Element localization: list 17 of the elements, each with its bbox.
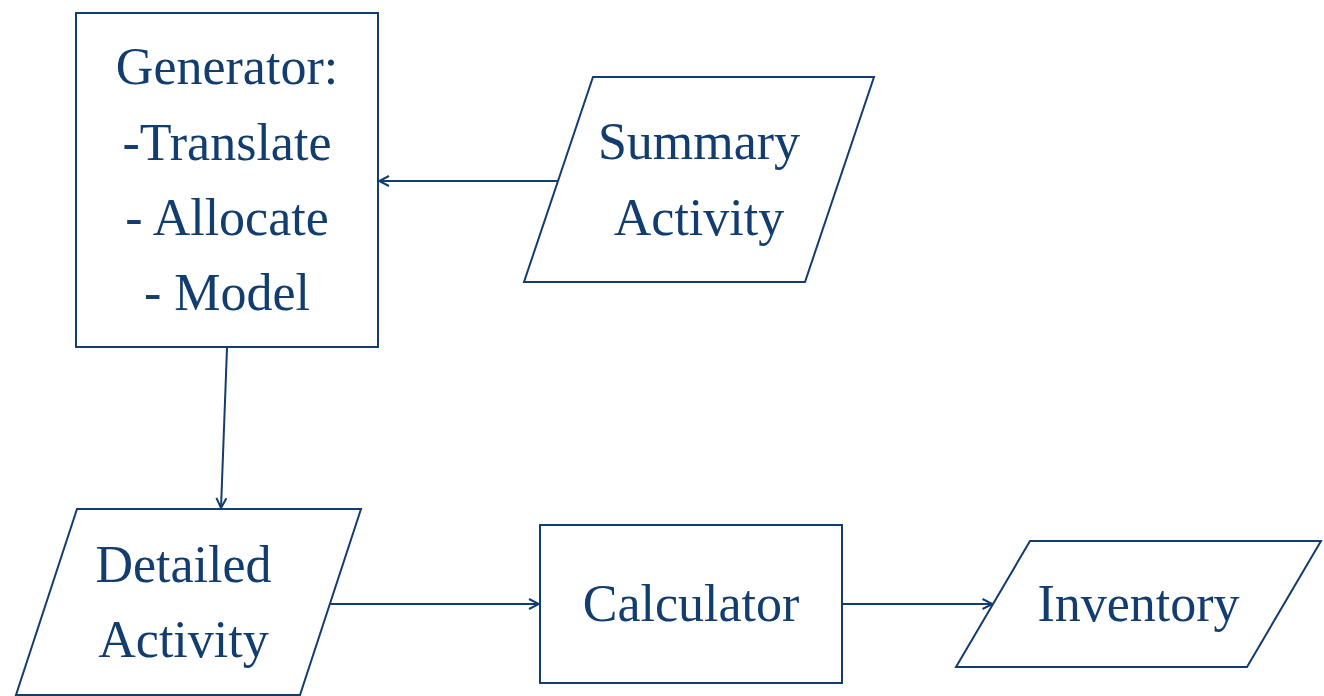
arrow	[215, 347, 228, 509]
box-label: - Allocate	[125, 188, 329, 248]
arrow	[378, 175, 559, 187]
box-label: Calculator	[582, 574, 800, 635]
box-label: - Model	[143, 263, 311, 324]
arrow	[842, 598, 994, 610]
data-parallelogram	[523, 76, 875, 283]
box-label: Summary Activity	[596, 112, 802, 248]
box-heading: Generator:	[115, 37, 339, 98]
process-box	[75, 12, 379, 348]
arrow	[329, 598, 540, 610]
data-parallelogram	[15, 508, 362, 696]
process-box	[539, 524, 843, 684]
data-parallelogram	[955, 540, 1322, 668]
box-label: -Translate	[122, 112, 332, 173]
box-label: Inventory	[1037, 574, 1240, 635]
box-label: Detailed Activity	[94, 534, 273, 670]
